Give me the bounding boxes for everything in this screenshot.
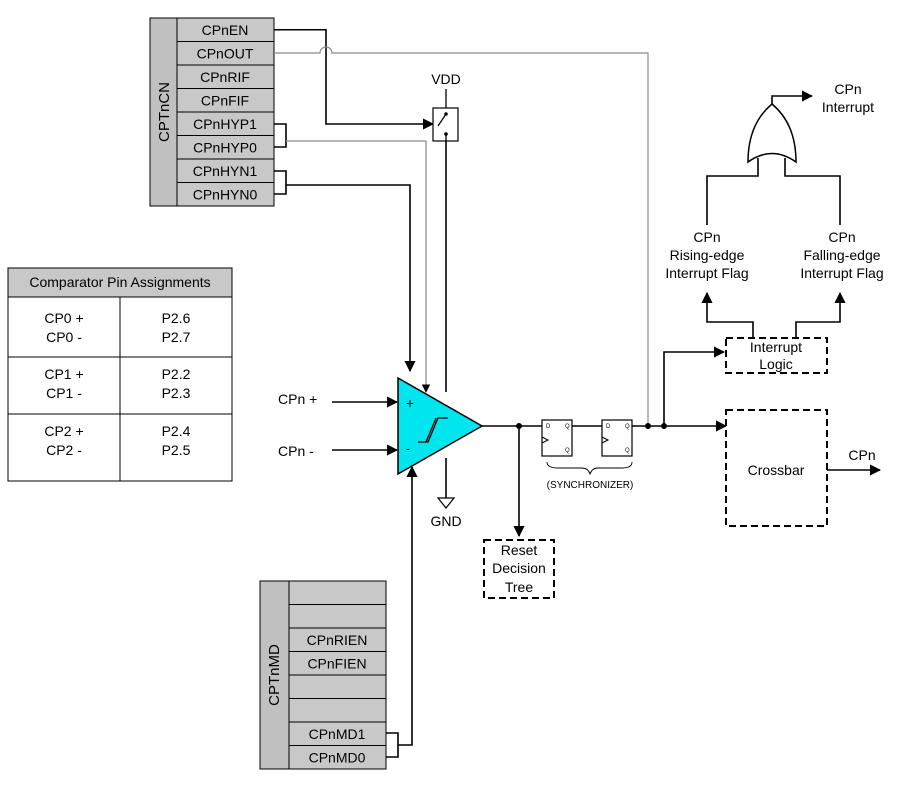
interrupt-logic-wire (663, 346, 726, 426)
rising-flag-line-1: CPn (693, 229, 720, 245)
reset-decision-tree: Reset Decision Tree (483, 539, 555, 599)
output-path (482, 346, 728, 538)
pin-row1-port-b: P2.3 (162, 385, 191, 401)
hyp-wire (286, 140, 431, 393)
cptnmd-wires (386, 465, 418, 758)
md-wire (398, 465, 418, 746)
cptnmd-bit-4 (288, 674, 387, 699)
pin-row0-cp-b: CP0 - (46, 329, 82, 345)
gnd-label: GND (430, 513, 461, 529)
pin-row1-port-a: P2.2 (162, 366, 191, 382)
cptncn-label-4: CPnHYP1 (193, 116, 257, 132)
cptncn-label-5: CPnHYP0 (193, 140, 257, 156)
falling-to-or-wire (784, 158, 841, 225)
falling-flag-wire (795, 291, 846, 338)
comparator-triangle (397, 376, 484, 476)
cptnmd-bit-5 (288, 698, 387, 723)
pin-row0-port-b: P2.7 (162, 329, 191, 345)
interrupt-flags: CPn Rising-edge Interrupt Flag CPn Falli… (665, 158, 884, 281)
pin-table-header (7, 267, 233, 298)
crossbar-block: Crossbar CPn (725, 409, 882, 527)
cptncn-label-2: CPnRIF (200, 69, 250, 85)
interrupt-out-line-2: Interrupt (822, 99, 874, 115)
pin-row2-port-b: P2.5 (162, 442, 191, 458)
pin-table-title: Comparator Pin Assignments (29, 274, 210, 290)
pin-row1-cp-a: CP1 + (44, 366, 83, 382)
pin-row2-cp-a: CP2 + (44, 423, 83, 439)
vdd-switch: VDD GND (430, 71, 461, 529)
cptnmd-label-3: CPnFIEN (307, 656, 366, 672)
cpnen-wire (274, 28, 435, 130)
cptncn-label-7: CPnHYN0 (193, 187, 258, 203)
cpn-minus-label: CPn - (278, 443, 314, 459)
md-bracket (386, 732, 399, 758)
svg-text:D: D (606, 424, 611, 430)
cptnmd-label-7: CPnMD0 (309, 750, 366, 766)
flip-flop-2 (601, 419, 633, 457)
cptncn-label-1: CPnOUT (197, 46, 254, 62)
rising-flag-wire (701, 291, 754, 338)
cptnmd-register: CPTnMD CPnRIEN CPnFIEN CPnMD1 CPnMD0 (259, 580, 387, 770)
cptnmd-bit-0 (288, 580, 387, 605)
comparator-minus-sign: - (406, 440, 411, 456)
rising-to-or-wire (706, 158, 759, 225)
synchronizer-brace (546, 461, 633, 476)
falling-flag-line-1: CPn (828, 229, 855, 245)
cptncn-title: CPTnCN (156, 82, 173, 142)
hyn-wire (286, 184, 416, 373)
hyn-bracket (274, 170, 287, 195)
crossbar-label: Crossbar (748, 462, 805, 478)
cptnmd-label-6: CPnMD1 (309, 726, 366, 742)
reset-tree-line-2: Decision (492, 560, 546, 576)
cpnout-wire (274, 46, 649, 425)
cptnmd-label-2: CPnRIEN (307, 632, 368, 648)
svg-text:Q: Q (565, 448, 570, 454)
flip-flop-1 (541, 419, 573, 457)
reset-tree-line-1: Reset (501, 542, 538, 558)
vdd-label: VDD (431, 71, 461, 87)
cptncn-side (149, 17, 178, 207)
reset-tree-line-3: Tree (505, 579, 533, 595)
svg-text:D: D (546, 424, 551, 430)
pin-row2-port-a: P2.4 (162, 423, 191, 439)
comparator-plus-sign: + (406, 395, 414, 411)
falling-flag-line-2: Falling-edge (803, 247, 880, 263)
synchronizer: D Q Q D Q Q (SYNCHRONIZER) (541, 419, 634, 491)
interrupt-logic-line-2: Logic (759, 356, 792, 372)
pin-row0-port-a: P2.6 (162, 310, 191, 326)
cptncn-label-0: CPnEN (202, 22, 249, 38)
comparator: + - (397, 376, 484, 476)
or-gate-icon (747, 103, 797, 164)
rising-flag-line-3: Interrupt Flag (665, 265, 748, 281)
pin-row2-cp-b: CP2 - (46, 442, 82, 458)
interrupt-logic-line-1: Interrupt (750, 339, 802, 355)
svg-text:Q: Q (625, 448, 630, 454)
svg-text:Q: Q (565, 424, 570, 430)
rising-flag-line-2: Rising-edge (670, 247, 745, 263)
interrupt-out-wire (771, 90, 814, 104)
pin-assignment-table: Comparator Pin Assignments CP0 + CP0 - P… (7, 267, 233, 482)
synchronizer-label: (SYNCHRONIZER) (547, 480, 634, 491)
pin-row0-cp-a: CP0 + (44, 310, 83, 326)
interrupt-logic-block: Interrupt Logic (701, 291, 846, 374)
cptnmd-title: CPTnMD (266, 644, 283, 706)
cptncn-label-6: CPnHYN1 (193, 163, 258, 179)
comparator-inputs: CPn + CPn - (278, 391, 399, 459)
hysteresis-icon (418, 417, 448, 443)
cptnmd-bit-1 (288, 604, 387, 629)
falling-flag-line-3: Interrupt Flag (800, 265, 883, 281)
or-gate: CPn Interrupt (747, 81, 874, 164)
cptncn-wires (274, 28, 649, 425)
cptncn-register: CPTnCN CPnEN CPnOUT CPnRIF CPnFIF CPnHYP… (149, 17, 275, 207)
cptnmd-side (259, 580, 290, 770)
pin-row1-cp-b: CP1 - (46, 385, 82, 401)
hyp-bracket (274, 123, 287, 148)
interrupt-out-line-1: CPn (834, 81, 861, 97)
cpn-plus-label: CPn + (278, 391, 317, 407)
cptncn-label-3: CPnFIF (201, 93, 249, 109)
crossbar-out-label: CPn (848, 447, 875, 463)
ground-icon (436, 497, 456, 509)
svg-text:Q: Q (625, 424, 630, 430)
